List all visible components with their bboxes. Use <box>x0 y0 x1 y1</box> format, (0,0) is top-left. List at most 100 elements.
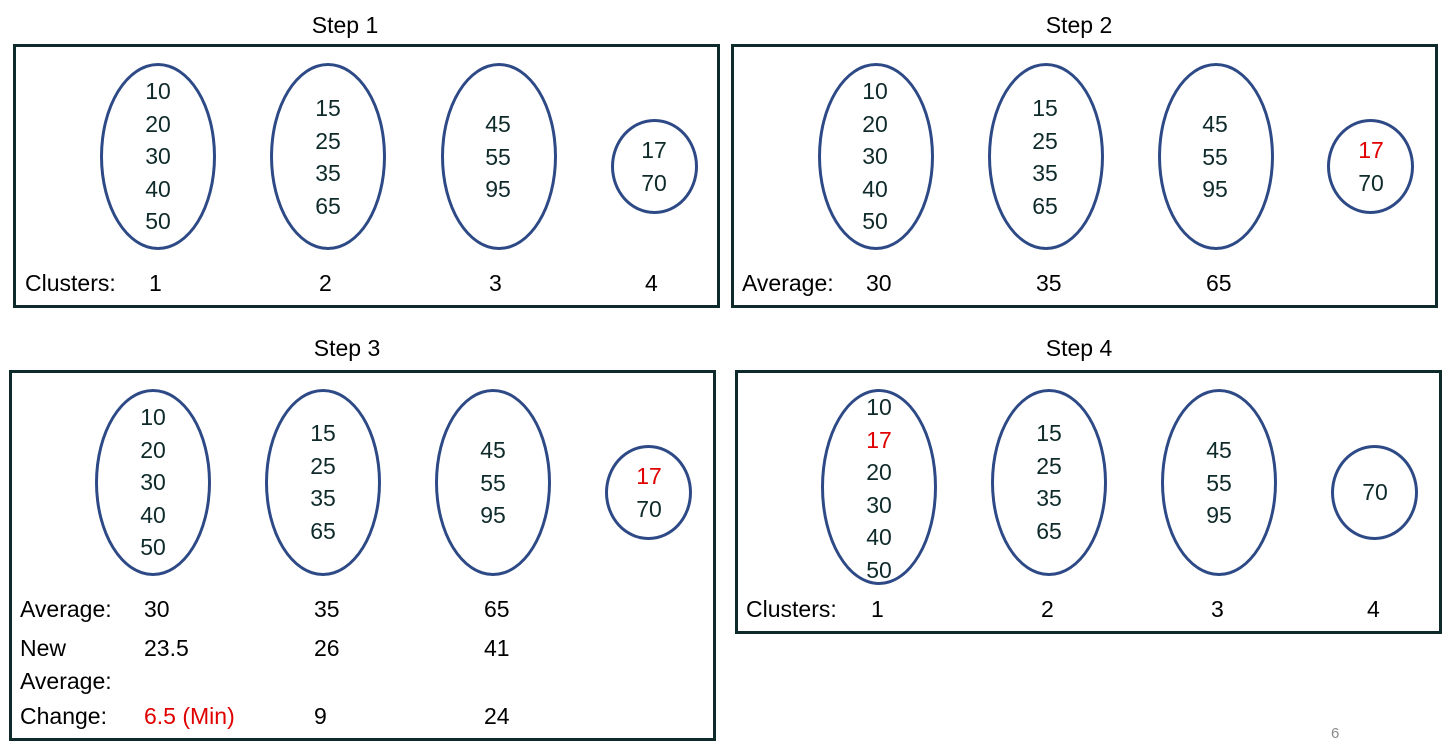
step4-cluster2-ellipse <box>991 389 1107 576</box>
step4-title: Step 4 <box>1045 335 1113 361</box>
value: 65 <box>310 517 336 544</box>
value: 30 <box>140 469 166 495</box>
step4-cluster-number: 4 <box>1367 596 1380 622</box>
value: 15 <box>315 95 341 121</box>
step4-cluster2-values: 15 25 35 65 <box>1019 417 1079 547</box>
step2-average-value: 30 <box>866 270 892 296</box>
value: 95 <box>485 176 511 202</box>
step3-average-value: 30 <box>144 596 170 622</box>
value: 35 <box>1036 485 1062 511</box>
step1-cluster-number: 3 <box>489 270 502 296</box>
step2-panel <box>731 44 1438 308</box>
value: 50 <box>145 208 171 234</box>
step1-cluster1-values: 10 20 30 40 50 <box>128 75 188 238</box>
step3-change-label: Change: <box>20 703 107 729</box>
step4-cluster-number: 3 <box>1211 596 1224 622</box>
value: 20 <box>866 459 892 485</box>
step2-cluster4-values: 17 70 <box>1341 134 1401 199</box>
step2-average-value: 35 <box>1036 270 1062 296</box>
step2-cluster3-ellipse <box>1158 63 1274 250</box>
value: 40 <box>866 524 892 550</box>
step1-cluster3-values: 45 55 95 <box>468 108 528 206</box>
step3-new-average-label-line2: Average: <box>20 668 112 694</box>
value: 35 <box>310 485 336 511</box>
step2-title: Step 2 <box>1045 12 1113 38</box>
value: 45 <box>485 111 511 137</box>
step4-cluster1-values: 10 17 20 30 40 50 <box>849 391 909 586</box>
step4-cluster3-values: 45 55 95 <box>1189 434 1249 532</box>
step3-change-value: 24 <box>484 703 510 729</box>
step3-title: Step 3 <box>313 335 381 361</box>
value: 25 <box>315 127 341 154</box>
value: 20 <box>862 110 888 137</box>
step1-cluster4-ellipse <box>611 119 698 214</box>
step1-cluster1-ellipse <box>100 63 216 250</box>
step1-cluster-number: 4 <box>645 270 658 296</box>
value: 45 <box>1206 437 1232 463</box>
value: 30 <box>866 491 892 518</box>
highlighted-value: 17 <box>1358 137 1384 163</box>
value: 25 <box>310 452 336 479</box>
value: 25 <box>1032 127 1058 154</box>
step3-new-average-value: 41 <box>484 635 510 661</box>
step2-cluster1-values: 10 20 30 40 50 <box>845 75 905 238</box>
step3-new-average-value: 23.5 <box>144 635 189 661</box>
step4-cluster-number: 2 <box>1041 596 1054 622</box>
value: 55 <box>485 143 511 170</box>
value: 40 <box>145 175 171 202</box>
step1-cluster-number: 1 <box>149 270 162 296</box>
value: 40 <box>140 501 166 528</box>
value: 50 <box>140 534 166 560</box>
step3-cluster2-ellipse <box>265 389 381 576</box>
step1-cluster4-values: 17 70 <box>624 134 684 199</box>
step1-panel <box>13 44 720 308</box>
step3-panel <box>9 370 716 741</box>
value: 65 <box>1032 192 1058 219</box>
step3-cluster3-ellipse <box>435 389 551 576</box>
step1-cluster3-ellipse <box>441 63 557 250</box>
step1-clusters-label: Clusters: <box>25 270 116 296</box>
step3-average-value: 35 <box>314 596 340 622</box>
step4-cluster-number: 1 <box>871 596 884 622</box>
value: 95 <box>480 502 506 528</box>
value: 50 <box>866 556 892 583</box>
step4-cluster1-ellipse <box>821 389 937 585</box>
step2-cluster3-values: 45 55 95 <box>1185 108 1245 206</box>
value: 25 <box>1036 452 1062 479</box>
step3-change-value: 9 <box>314 703 327 729</box>
highlighted-value: 17 <box>636 463 662 489</box>
step3-cluster1-values: 10 20 30 40 50 <box>123 401 183 564</box>
value: 35 <box>1032 160 1058 186</box>
page-number: 6 <box>1331 725 1340 742</box>
value: 65 <box>1036 517 1062 544</box>
highlighted-value: 17 <box>866 426 892 453</box>
value: 30 <box>145 143 171 169</box>
value: 45 <box>1202 111 1228 137</box>
step3-cluster2-values: 15 25 35 65 <box>293 417 353 547</box>
value: 50 <box>862 208 888 234</box>
step1-title: Step 1 <box>311 12 379 38</box>
value: 35 <box>315 160 341 186</box>
value: 15 <box>310 420 336 446</box>
value: 70 <box>1358 169 1384 196</box>
step3-cluster1-ellipse <box>95 389 211 576</box>
step4-panel <box>735 370 1442 634</box>
step3-cluster3-values: 45 55 95 <box>463 434 523 532</box>
value: 70 <box>636 495 662 522</box>
value: 45 <box>480 437 506 463</box>
step3-cluster4-values: 17 70 <box>619 460 679 525</box>
value: 15 <box>1032 95 1058 121</box>
step3-cluster4-ellipse <box>605 445 692 540</box>
value: 55 <box>1206 469 1232 496</box>
value: 10 <box>140 404 166 430</box>
step4-cluster3-ellipse <box>1161 389 1277 576</box>
step2-cluster1-ellipse <box>818 63 934 250</box>
value: 65 <box>315 192 341 219</box>
step2-cluster2-ellipse <box>988 63 1104 250</box>
value: 55 <box>1202 143 1228 170</box>
step2-cluster4-ellipse <box>1327 119 1414 214</box>
value: 20 <box>145 110 171 137</box>
step2-average-label: Average: <box>742 270 834 296</box>
step3-average-label: Average: <box>20 596 112 622</box>
step1-cluster-number: 2 <box>319 270 332 296</box>
